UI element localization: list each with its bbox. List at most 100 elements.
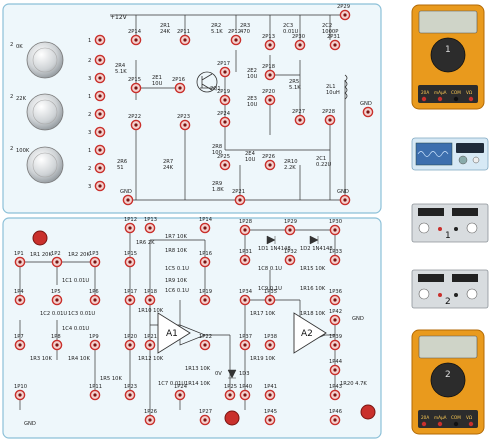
lower-jack-mid-2[interactable]: 1P13 xyxy=(144,217,157,234)
upper-jack-p25[interactable]: 2P25 xyxy=(217,154,231,171)
lower-jack-right-13[interactable]: 1P40 xyxy=(239,384,252,401)
upper-jack-p19[interactable]: 2P19 xyxy=(217,89,231,106)
lower-jack-left-1[interactable]: 1P1 xyxy=(14,251,26,268)
upper-jack-p24[interactable]: 2P24 xyxy=(217,111,231,128)
pot-terminal-3[interactable]: 3 xyxy=(88,72,106,84)
lower-jack-mid-6[interactable]: 1P17 xyxy=(124,289,137,306)
lower-jack-right-19[interactable]: 1P46 xyxy=(329,409,342,426)
supply2-knob-b[interactable] xyxy=(466,288,478,300)
lower-jack-left-6[interactable]: 1P6 xyxy=(89,289,101,306)
lower-jack-left-4[interactable]: 1P4 xyxy=(14,289,26,306)
pot-terminal-1[interactable]: 1 xyxy=(88,34,106,46)
lower-jack-right-4[interactable]: 1P31 xyxy=(239,249,252,266)
upper-jack-p12[interactable]: 2P12 xyxy=(228,29,242,46)
meter1-dial[interactable] xyxy=(430,37,466,73)
lower-jack-left-3[interactable]: 1P3 xyxy=(89,251,101,268)
pot-terminal-2[interactable]: 2 xyxy=(88,54,106,66)
lower-jack-right-18[interactable]: 1P45 xyxy=(264,409,277,426)
lower-jack-mid-16-label: 1P27 xyxy=(199,409,212,415)
lower-jack-right-8[interactable]: 1P35 xyxy=(264,289,277,306)
lower-jack-right-1[interactable]: 1P28 xyxy=(239,219,252,236)
lower-jack-right-7[interactable]: 1P34 xyxy=(239,289,253,306)
lower-jack-right-16[interactable]: 1P43 xyxy=(329,384,342,401)
upper-jack-p11[interactable]: 2P11 xyxy=(177,29,191,46)
lower-jack-mid-3[interactable]: 1P14 xyxy=(199,217,213,234)
upper-jack-p28[interactable]: 2P28 xyxy=(322,109,336,126)
lower-jack-left-2[interactable]: 1P2 xyxy=(51,251,63,268)
lower-jack-left-9[interactable]: 1P9 xyxy=(89,334,101,351)
pot3-end-label: 2 xyxy=(10,146,13,152)
pot-terminal-5[interactable]: 2 xyxy=(88,108,106,120)
upper-jack-p27[interactable]: 2P27 xyxy=(292,109,306,126)
lower-jack-mid-16[interactable]: 1P27 xyxy=(199,409,212,426)
power-supply-1[interactable]: 1 xyxy=(411,203,489,243)
lower-jack-mid-7[interactable]: 1P18 xyxy=(144,289,157,306)
lower-jack-right-3[interactable]: 1P30 xyxy=(329,219,342,236)
lower-jack-mid-14[interactable]: 1P25 xyxy=(224,384,237,401)
lower-jack-left-8[interactable]: 1P8 xyxy=(51,334,63,351)
pot-terminal-9[interactable]: 3 xyxy=(88,180,106,192)
lower-jack-mid-5[interactable]: 1P16 xyxy=(199,251,212,268)
supply1-knob-a[interactable] xyxy=(418,222,430,234)
pot-terminal-8[interactable]: 2 xyxy=(88,162,106,174)
lower-jack-right-6[interactable]: 1P33 xyxy=(329,249,342,266)
upper-jack-p31[interactable]: 2P31 xyxy=(327,34,341,51)
upper-jack-p16[interactable]: 2P16 xyxy=(172,77,186,94)
signal-generator-knob[interactable] xyxy=(458,155,468,165)
lower-jack-mid-1[interactable]: 1P12 xyxy=(124,217,137,234)
power-jack-3[interactable] xyxy=(360,404,376,420)
potentiometer-knob-3[interactable] xyxy=(26,146,64,184)
lower-jack-mid-15[interactable]: 1P26 xyxy=(144,409,157,426)
lower-jack-mid-11[interactable]: 1P22 xyxy=(199,334,212,351)
supply1-knob-b[interactable] xyxy=(466,222,478,234)
lower-jack-mid-8[interactable]: 1P19 xyxy=(199,289,212,306)
signal-generator[interactable] xyxy=(411,137,489,171)
lower-jack-left-10[interactable]: 1P10 xyxy=(14,384,27,401)
upper-jack-p30[interactable]: 2P30 xyxy=(292,34,306,51)
supply2-knob-a[interactable] xyxy=(418,288,430,300)
upper-jack-p18[interactable]: 2P18 xyxy=(262,64,276,81)
lower-jack-right-5[interactable]: 1P32 xyxy=(284,249,297,266)
lower-jack-right-12[interactable]: 1P39 xyxy=(329,334,342,351)
lower-jack-left-11[interactable]: 1P11 xyxy=(89,384,102,401)
multimeter-2[interactable]: 2 20A mAμA COM VΩ xyxy=(411,329,485,435)
upper-jack-p15[interactable]: 2P15 xyxy=(128,77,142,94)
lower-jack-mid-13[interactable]: 1P24 xyxy=(174,384,188,401)
potentiometer-knob-1[interactable] xyxy=(26,41,64,79)
upper-jack-p17[interactable]: 2P17 xyxy=(217,61,231,78)
upper-jack-p21[interactable]: 2P21 xyxy=(232,189,246,206)
upper-jack-p29[interactable]: 2P29 xyxy=(337,4,351,21)
meter2-range-20a: 20A xyxy=(421,415,429,420)
lower-jack-mid-10[interactable]: 1P21 xyxy=(144,334,157,351)
power-jack-2[interactable] xyxy=(224,410,240,426)
lower-jack-right-14[interactable]: 1P41 xyxy=(264,384,277,401)
upper-jack-gnd3[interactable]: GND xyxy=(360,101,374,118)
upper-jack-p13[interactable]: 2P13 xyxy=(262,34,276,51)
meter2-dial[interactable] xyxy=(430,362,466,398)
upper-jack-p14[interactable]: 2P14 xyxy=(128,29,142,46)
power-jack-1[interactable] xyxy=(32,230,48,246)
power-supply-2[interactable]: 2 xyxy=(411,269,489,309)
lower-jack-right-17[interactable]: 1P44 xyxy=(329,359,343,376)
upper-jack-gnd1[interactable]: GND xyxy=(120,189,134,206)
pot-terminal-4[interactable]: 1 xyxy=(88,90,106,102)
upper-jack-p23[interactable]: 2P23 xyxy=(177,114,191,131)
potentiometer-knob-2[interactable] xyxy=(26,93,64,131)
pot-terminal-7[interactable]: 1 xyxy=(88,144,106,156)
multimeter-1[interactable]: 1 20A mAμA COM VΩ xyxy=(411,4,485,110)
lower-jack-right-11[interactable]: 1P38 xyxy=(264,334,277,351)
upper-jack-p26[interactable]: 2P26 xyxy=(262,154,276,171)
lower-jack-right-15[interactable]: 1P42 xyxy=(329,309,342,326)
lower-jack-right-2[interactable]: 1P29 xyxy=(284,219,297,236)
upper-jack-p20[interactable]: 2P20 xyxy=(262,89,276,106)
pot-terminal-6[interactable]: 3 xyxy=(88,126,106,138)
upper-jack-p22[interactable]: 2P22 xyxy=(128,114,142,131)
lower-jack-mid-12[interactable]: 1P23 xyxy=(124,384,137,401)
lower-jack-right-9[interactable]: 1P36 xyxy=(329,289,342,306)
lower-jack-mid-4[interactable]: 1P15 xyxy=(124,251,137,268)
lower-jack-left-7[interactable]: 1P7 xyxy=(14,334,26,351)
lower-jack-left-5[interactable]: 1P5 xyxy=(51,289,63,306)
lower-jack-right-10[interactable]: 1P37 xyxy=(239,334,252,351)
lower-jack-mid-9[interactable]: 1P20 xyxy=(124,334,137,351)
upper-jack-gnd2[interactable]: GND xyxy=(337,189,351,206)
